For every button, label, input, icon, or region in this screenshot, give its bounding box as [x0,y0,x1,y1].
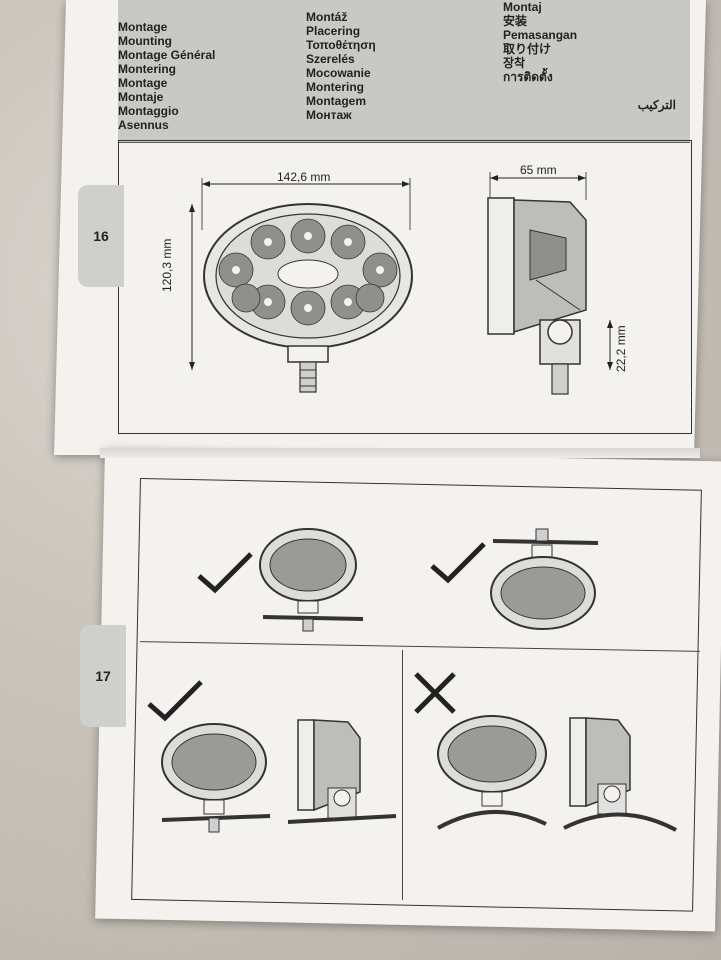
check-icon [197,552,253,594]
lamp-front-drawing [189,178,413,393]
width-dimension: 142,6 mm [277,170,331,184]
lamp-mount-correct-flat-side [288,719,397,824]
check-icon [147,680,203,722]
step-17-divider-vertical [402,650,403,900]
lang-label: Placering [306,24,361,38]
check-icon [430,542,486,584]
height-dimension: 120,3 mm [160,238,174,292]
lang-label: 장착 [503,56,526,70]
lang-label: Montage Général [118,48,216,62]
lang-label: Montaggio [118,104,179,118]
bracket-dimension: 22,2 mm [614,325,628,372]
lang-label: Montagem [306,94,366,108]
lang-label: Montaje [118,90,164,104]
lang-label: 取り付け [503,42,552,56]
lang-label: Montage [118,20,168,34]
cross-icon [414,672,456,714]
language-column-2: Montáž Placering Τοποθέτηση Szerelés Moc… [306,10,376,122]
language-arabic: التركيب [637,98,676,112]
lang-label: การติดตั้ง [503,70,553,84]
lang-label: Montáž [306,10,348,24]
lang-label: Mounting [118,34,172,48]
lamp-mount-wrong-curved-front [437,715,547,830]
page-fold [100,448,700,458]
lamp-side-drawing [487,172,613,395]
lang-label: Монтаж [306,108,352,122]
depth-dimension: 65 mm [520,163,557,177]
lang-label: Montering [118,62,176,76]
lang-label: Montering [306,80,364,94]
lamp-mount-correct-flat-front [161,723,271,833]
lang-label: 安装 [503,14,528,28]
lang-label: Mocowanie [306,66,371,80]
lang-label: Pemasangan [503,28,578,42]
language-column-3: Montaj 安装 Pemasangan 取り付け 장착 การติดตั้ง [503,0,577,84]
lang-label: Asennus [118,118,169,132]
step-16-frame [118,140,692,434]
lang-label: Τοποθέτηση [306,38,376,52]
lang-label: Montage [118,76,168,90]
step-16-tab: 16 [78,185,124,287]
step-17-tab: 17 [80,625,126,727]
language-header: Montage Mounting Montage Général Monteri… [118,0,690,143]
lang-label: Montaj [503,0,542,14]
lamp-mount-wrong-curved-side [563,717,677,832]
language-column-1: Montage Mounting Montage Général Monteri… [118,20,215,132]
lamp-mount-correct-hanging [490,528,599,630]
lamp-mount-correct-upright [259,528,364,632]
lang-label: Szerelés [306,52,355,66]
